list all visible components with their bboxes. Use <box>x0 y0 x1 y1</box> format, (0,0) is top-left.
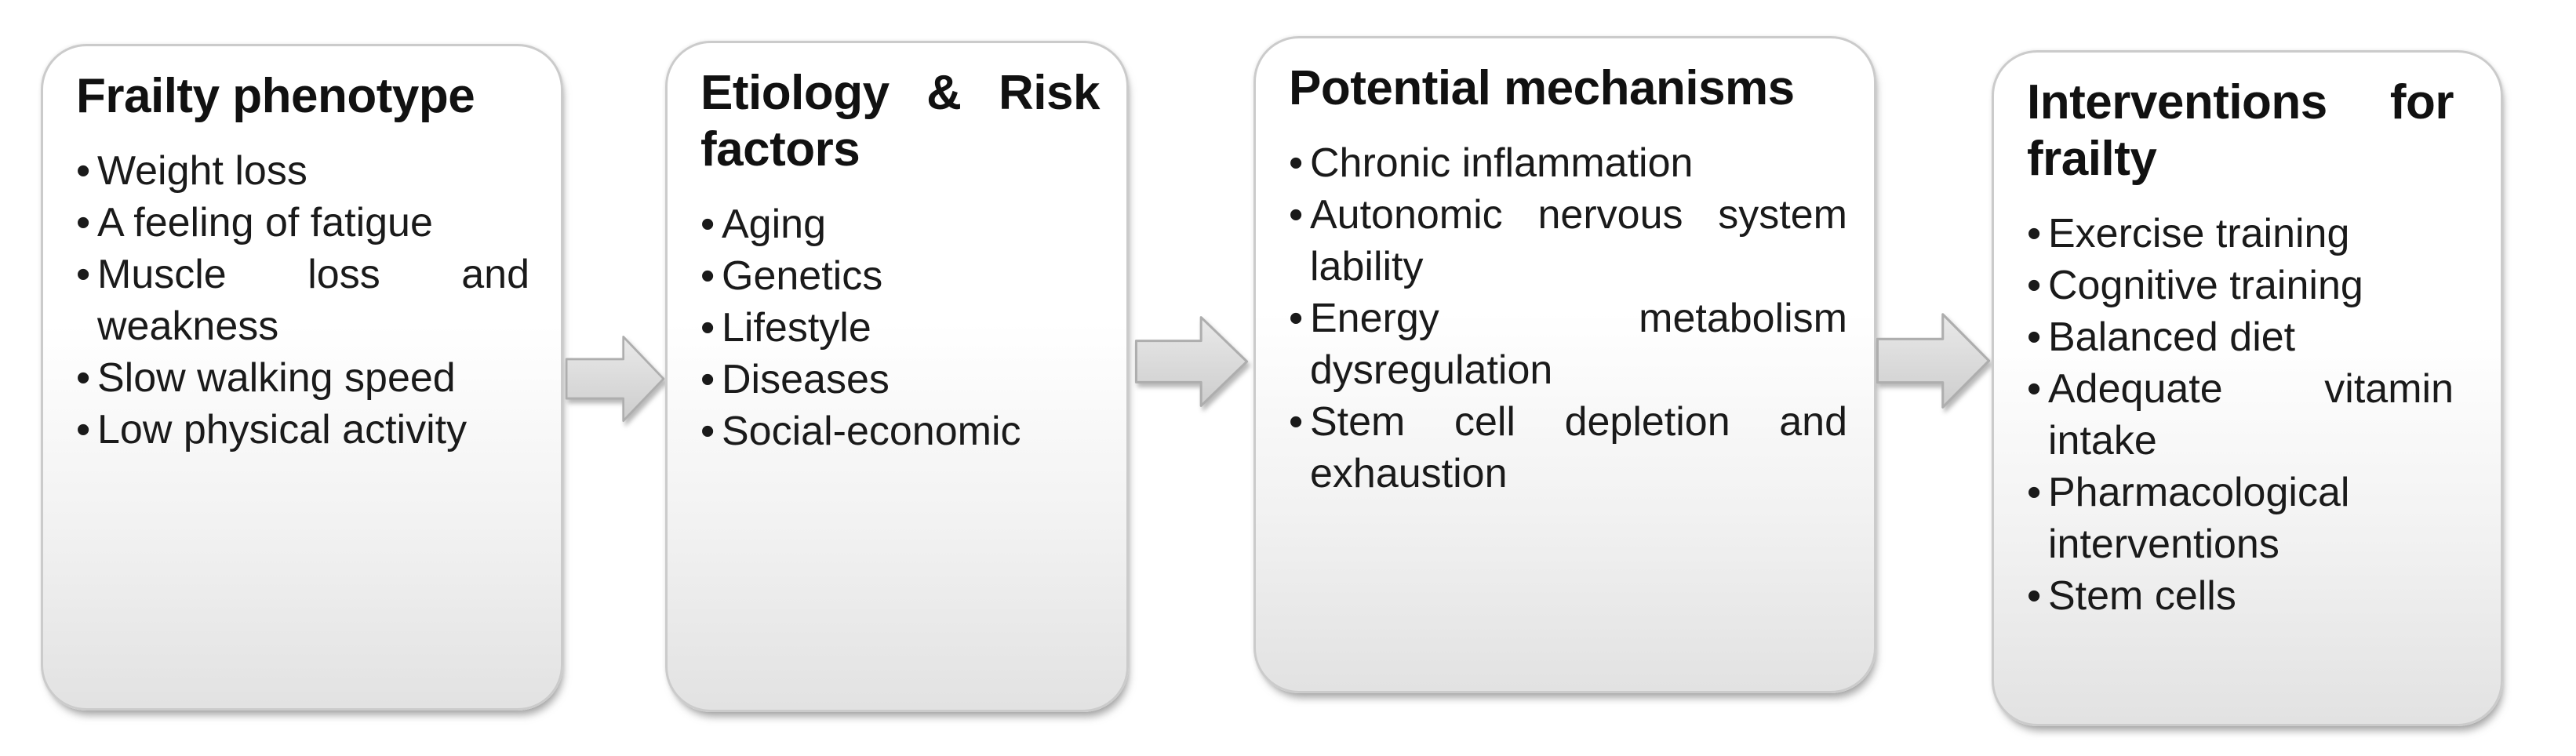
bullet-item: •Stem cell depletion and exhaustion <box>1289 396 1847 500</box>
bullet-item: •Cognitive training <box>2027 260 2454 311</box>
box-interventions-for-frailty: Interventions for frailty •Exercise trai… <box>1992 50 2503 726</box>
bullet-item: •Genetics <box>700 250 1100 302</box>
bullet-list: •Exercise training •Cognitive training •… <box>2027 208 2454 622</box>
bullet-item: •Balanced diet <box>2027 311 2454 363</box>
bullet-item-text: Exercise training <box>2048 211 2350 256</box>
bullet-item: •Stem cells <box>2027 570 2454 622</box>
bullet-dot-icon: • <box>700 357 715 402</box>
bullet-item: •Low physical activity <box>76 404 529 456</box>
bullet-item: •Aging <box>700 198 1100 250</box>
bullet-item: •Diseases <box>700 354 1100 405</box>
box-potential-mechanisms: Potential mechanisms •Chronic inflammati… <box>1253 36 1876 693</box>
right-arrow-icon <box>1134 316 1249 407</box>
bullet-item-text: Genetics <box>722 253 883 299</box>
bullet-item-text: Aging <box>722 202 826 247</box>
bullet-dot-icon: • <box>700 305 715 351</box>
bullet-item: •Exercise training <box>2027 208 2454 260</box>
bullet-dot-icon: • <box>2027 263 2042 308</box>
bullet-item-text: Social-economic <box>722 409 1021 454</box>
bullet-dot-icon: • <box>2027 211 2042 256</box>
bullet-item-text: Muscle loss and weakness <box>97 252 529 349</box>
bullet-dot-icon: • <box>700 409 715 454</box>
bullet-dot-icon: • <box>700 253 715 299</box>
box-title: Potential mechanisms <box>1289 61 1795 115</box>
bullet-dot-icon: • <box>2027 573 2042 619</box>
bullet-item: •Adequate vitamin intake <box>2027 363 2454 467</box>
bullet-dot-icon: • <box>1289 192 1304 238</box>
bullet-item: •A feeling of fatigue <box>76 197 529 249</box>
bullet-item-text: Slow walking speed <box>97 355 456 401</box>
bullet-item: •Pharmacological interventions <box>2027 467 2454 570</box>
bullet-item: •Social-economic <box>700 405 1100 457</box>
bullet-item: •Muscle loss and weakness <box>76 249 529 352</box>
bullet-item-text: Energy metabolism dysregulation <box>1310 296 1847 393</box>
bullet-item: •Weight loss <box>76 145 529 197</box>
bullet-item-text: Autonomic nervous system lability <box>1310 192 1847 289</box>
bullet-item-text: Stem cell depletion and exhaustion <box>1310 399 1847 496</box>
bullet-item: •Slow walking speed <box>76 352 529 404</box>
bullet-dot-icon: • <box>76 200 91 245</box>
bullet-item-text: Balanced diet <box>2048 314 2296 360</box>
right-arrow-icon <box>1876 313 1991 409</box>
bullet-dot-icon: • <box>76 148 91 194</box>
bullet-item-text: Chronic inflammation <box>1310 140 1694 186</box>
bullet-item: •Chronic inflammation <box>1289 137 1847 189</box>
bullet-item-text: Low physical activity <box>97 407 468 453</box>
bullet-item-text: Weight loss <box>97 148 307 194</box>
bullet-item: •Lifestyle <box>700 302 1100 354</box>
box-title: Frailty phenotype <box>76 69 475 123</box>
bullet-dot-icon: • <box>2027 366 2042 412</box>
bullet-dot-icon: • <box>2027 470 2042 515</box>
bullet-dot-icon: • <box>76 407 91 453</box>
box-frailty-phenotype: Frailty phenotype •Weight loss •A feelin… <box>41 44 563 711</box>
box-title: Interventions for frailty <box>2027 75 2454 186</box>
bullet-item: •Autonomic nervous system lability <box>1289 189 1847 293</box>
bullet-list: •Weight loss •A feeling of fatigue •Musc… <box>76 145 529 456</box>
bullet-dot-icon: • <box>76 355 91 401</box>
right-arrow-icon <box>565 335 665 423</box>
bullet-list: •Aging •Genetics •Lifestyle •Diseases •S… <box>700 198 1100 457</box>
bullet-dot-icon: • <box>2027 314 2042 360</box>
bullet-item: •Energy metabolism dysregulation <box>1289 293 1847 396</box>
bullet-dot-icon: • <box>1289 140 1304 186</box>
bullet-dot-icon: • <box>76 252 91 297</box>
bullet-dot-icon: • <box>700 202 715 247</box>
bullet-item-text: Stem cells <box>2048 573 2236 619</box>
bullet-item-text: Adequate vitamin intake <box>2048 366 2454 463</box>
bullet-item-text: Lifestyle <box>722 305 871 351</box>
bullet-item-text: Diseases <box>722 357 890 402</box>
box-title: Etiology & Risk factors <box>700 66 1101 176</box>
bullet-list: •Chronic inflammation •Autonomic nervous… <box>1289 137 1847 500</box>
bullet-item-text: A feeling of fatigue <box>97 200 433 245</box>
bullet-item-text: Pharmacological interventions <box>2048 470 2350 567</box>
bullet-dot-icon: • <box>1289 296 1304 341</box>
bullet-item-text: Cognitive training <box>2048 263 2363 308</box>
box-etiology-risk-factors: Etiology & Risk factors •Aging •Genetics… <box>665 41 1129 712</box>
bullet-dot-icon: • <box>1289 399 1304 445</box>
